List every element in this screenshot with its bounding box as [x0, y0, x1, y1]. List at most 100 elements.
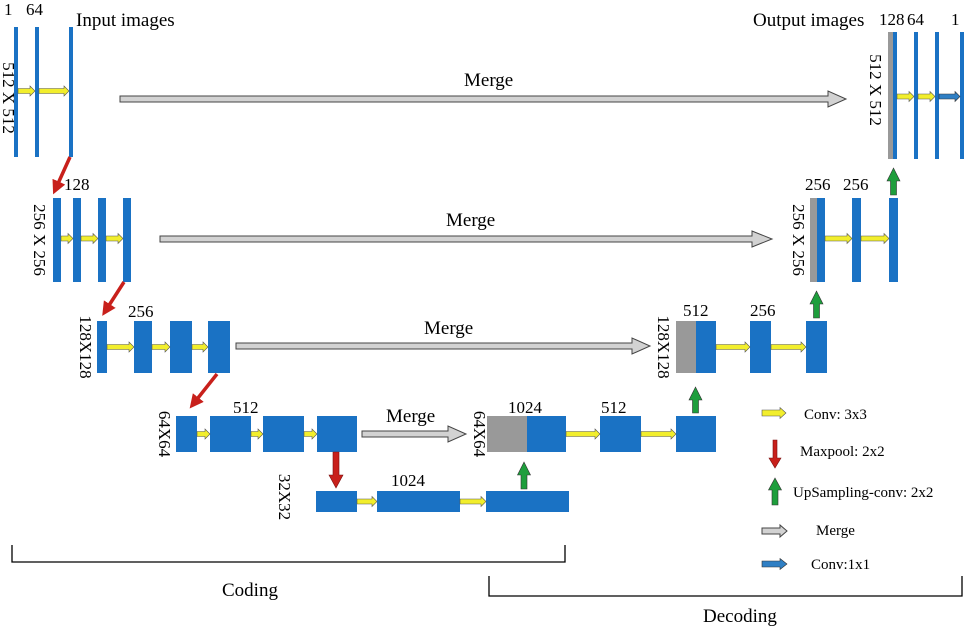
feature-map — [170, 321, 192, 373]
size-label-128: 128X128 — [654, 315, 673, 378]
maxpool-arrow — [102, 281, 126, 316]
coding-label: Coding — [222, 580, 278, 601]
feature-map — [69, 27, 73, 157]
conv-arrow — [60, 232, 74, 245]
decoding-label: Decoding — [703, 606, 777, 627]
label-512: 512 — [233, 398, 259, 417]
feature-map — [73, 198, 81, 282]
conv-arrow — [917, 90, 936, 103]
conv-arrow — [565, 428, 601, 440]
coding-bracket-line — [11, 545, 566, 563]
feature-map — [486, 491, 569, 512]
feature-map — [914, 32, 918, 159]
legend-conv-label: Conv: 3x3 — [804, 407, 867, 423]
output-images-label: Output images — [753, 10, 864, 31]
upsampling-arrow — [886, 167, 901, 196]
size-label-128: 128X128 — [76, 315, 95, 378]
coding-bracket: Coding — [11, 545, 566, 601]
legend-conv1x1-arrow — [761, 557, 788, 571]
merge-label: Merge — [446, 210, 495, 231]
label-128: 128 — [64, 175, 90, 194]
level2-decoder: 256 256 256 X 256 — [789, 175, 898, 282]
merge-arrow — [119, 90, 848, 108]
feature-map — [97, 321, 107, 373]
input-images-label: Input images — [76, 10, 175, 31]
feature-map — [123, 198, 131, 282]
feature-map — [893, 32, 897, 159]
conv-arrow — [151, 341, 171, 353]
feature-map — [889, 198, 898, 282]
label-512: 512 — [601, 398, 627, 417]
size-label-512: 512 X 512 — [866, 54, 885, 126]
feature-map — [935, 32, 939, 159]
size-label-64: 64X64 — [470, 411, 489, 458]
upsampling-arrow — [517, 461, 531, 490]
maxpool-arrow — [52, 156, 72, 195]
size-label-512: 512 X 512 — [0, 62, 18, 134]
conv-arrow — [17, 85, 36, 97]
level3-decoder: 512 256 128X128 — [654, 301, 827, 379]
feature-map — [527, 416, 566, 452]
label-256: 256 — [128, 302, 154, 321]
legend-maxpool-label: Maxpool: 2x2 — [800, 444, 885, 460]
size-label-256: 256 X 256 — [789, 204, 808, 276]
level1-decoder: Output images 128 64 1 512 X 512 — [753, 10, 964, 159]
feature-map — [600, 416, 641, 452]
label-256: 256 — [750, 301, 776, 320]
decoding-bracket-line — [488, 576, 963, 597]
feature-map — [263, 416, 304, 452]
conv-arrow — [356, 495, 378, 508]
legend-merge-label: Merge — [816, 523, 855, 539]
size-label-256: 256 X 256 — [30, 204, 49, 276]
label-128: 128 — [879, 10, 905, 29]
merge-arrow — [361, 425, 468, 443]
level4-decoder: 1024 512 64X64 — [470, 398, 716, 458]
feature-map — [176, 416, 197, 452]
level4-encoder: 512 64X64 — [155, 398, 357, 458]
conv-arrow — [303, 428, 318, 440]
feature-map — [817, 198, 825, 282]
merge-feature-map — [888, 32, 893, 159]
merge-feature-map — [810, 198, 817, 282]
legend-conv-arrow — [761, 406, 787, 420]
conv-arrow — [896, 90, 915, 103]
label-1: 1 — [951, 10, 960, 29]
legend-upsampling-arrow — [767, 477, 783, 506]
label-256: 256 — [843, 175, 869, 194]
feature-map — [14, 27, 18, 157]
merge-arrow — [235, 337, 652, 355]
feature-map — [377, 491, 460, 512]
legend: Conv: 3x3 Maxpool: 2x2 UpSampling-conv: … — [761, 406, 933, 573]
conv-arrow — [105, 232, 124, 245]
conv-arrow — [250, 428, 264, 440]
merge-label: Merge — [386, 406, 435, 427]
label-1: 1 — [4, 0, 13, 19]
label-64: 64 — [907, 10, 925, 29]
feature-map — [35, 27, 39, 157]
conv-arrow — [860, 232, 890, 245]
decoding-bracket: Decoding — [488, 576, 963, 627]
size-label-32: 32X32 — [275, 474, 294, 520]
feature-map — [210, 416, 251, 452]
feature-map — [208, 321, 230, 373]
feature-map — [134, 321, 152, 373]
conv1x1-arrow — [938, 90, 961, 103]
label-64: 64 — [26, 0, 44, 19]
conv-arrow — [38, 85, 70, 97]
feature-map — [316, 491, 357, 512]
feature-map — [317, 416, 357, 452]
conv-arrow — [106, 341, 135, 353]
upsampling-arrow — [809, 290, 824, 319]
conv-arrow — [824, 232, 853, 245]
conv-arrow — [80, 232, 99, 245]
label-1024: 1024 — [508, 398, 543, 417]
bottleneck: 1024 32X32 — [275, 471, 569, 520]
feature-map — [696, 321, 716, 373]
maxpool-arrow — [328, 451, 344, 489]
level2-encoder: 128 256 X 256 — [30, 175, 131, 282]
legend-conv1x1-label: Conv:1x1 — [811, 557, 870, 573]
legend-merge-arrow — [761, 523, 788, 539]
level1-encoder: 1 64 Input images 512 X 512 — [0, 0, 175, 157]
merge-arrow — [159, 230, 774, 248]
